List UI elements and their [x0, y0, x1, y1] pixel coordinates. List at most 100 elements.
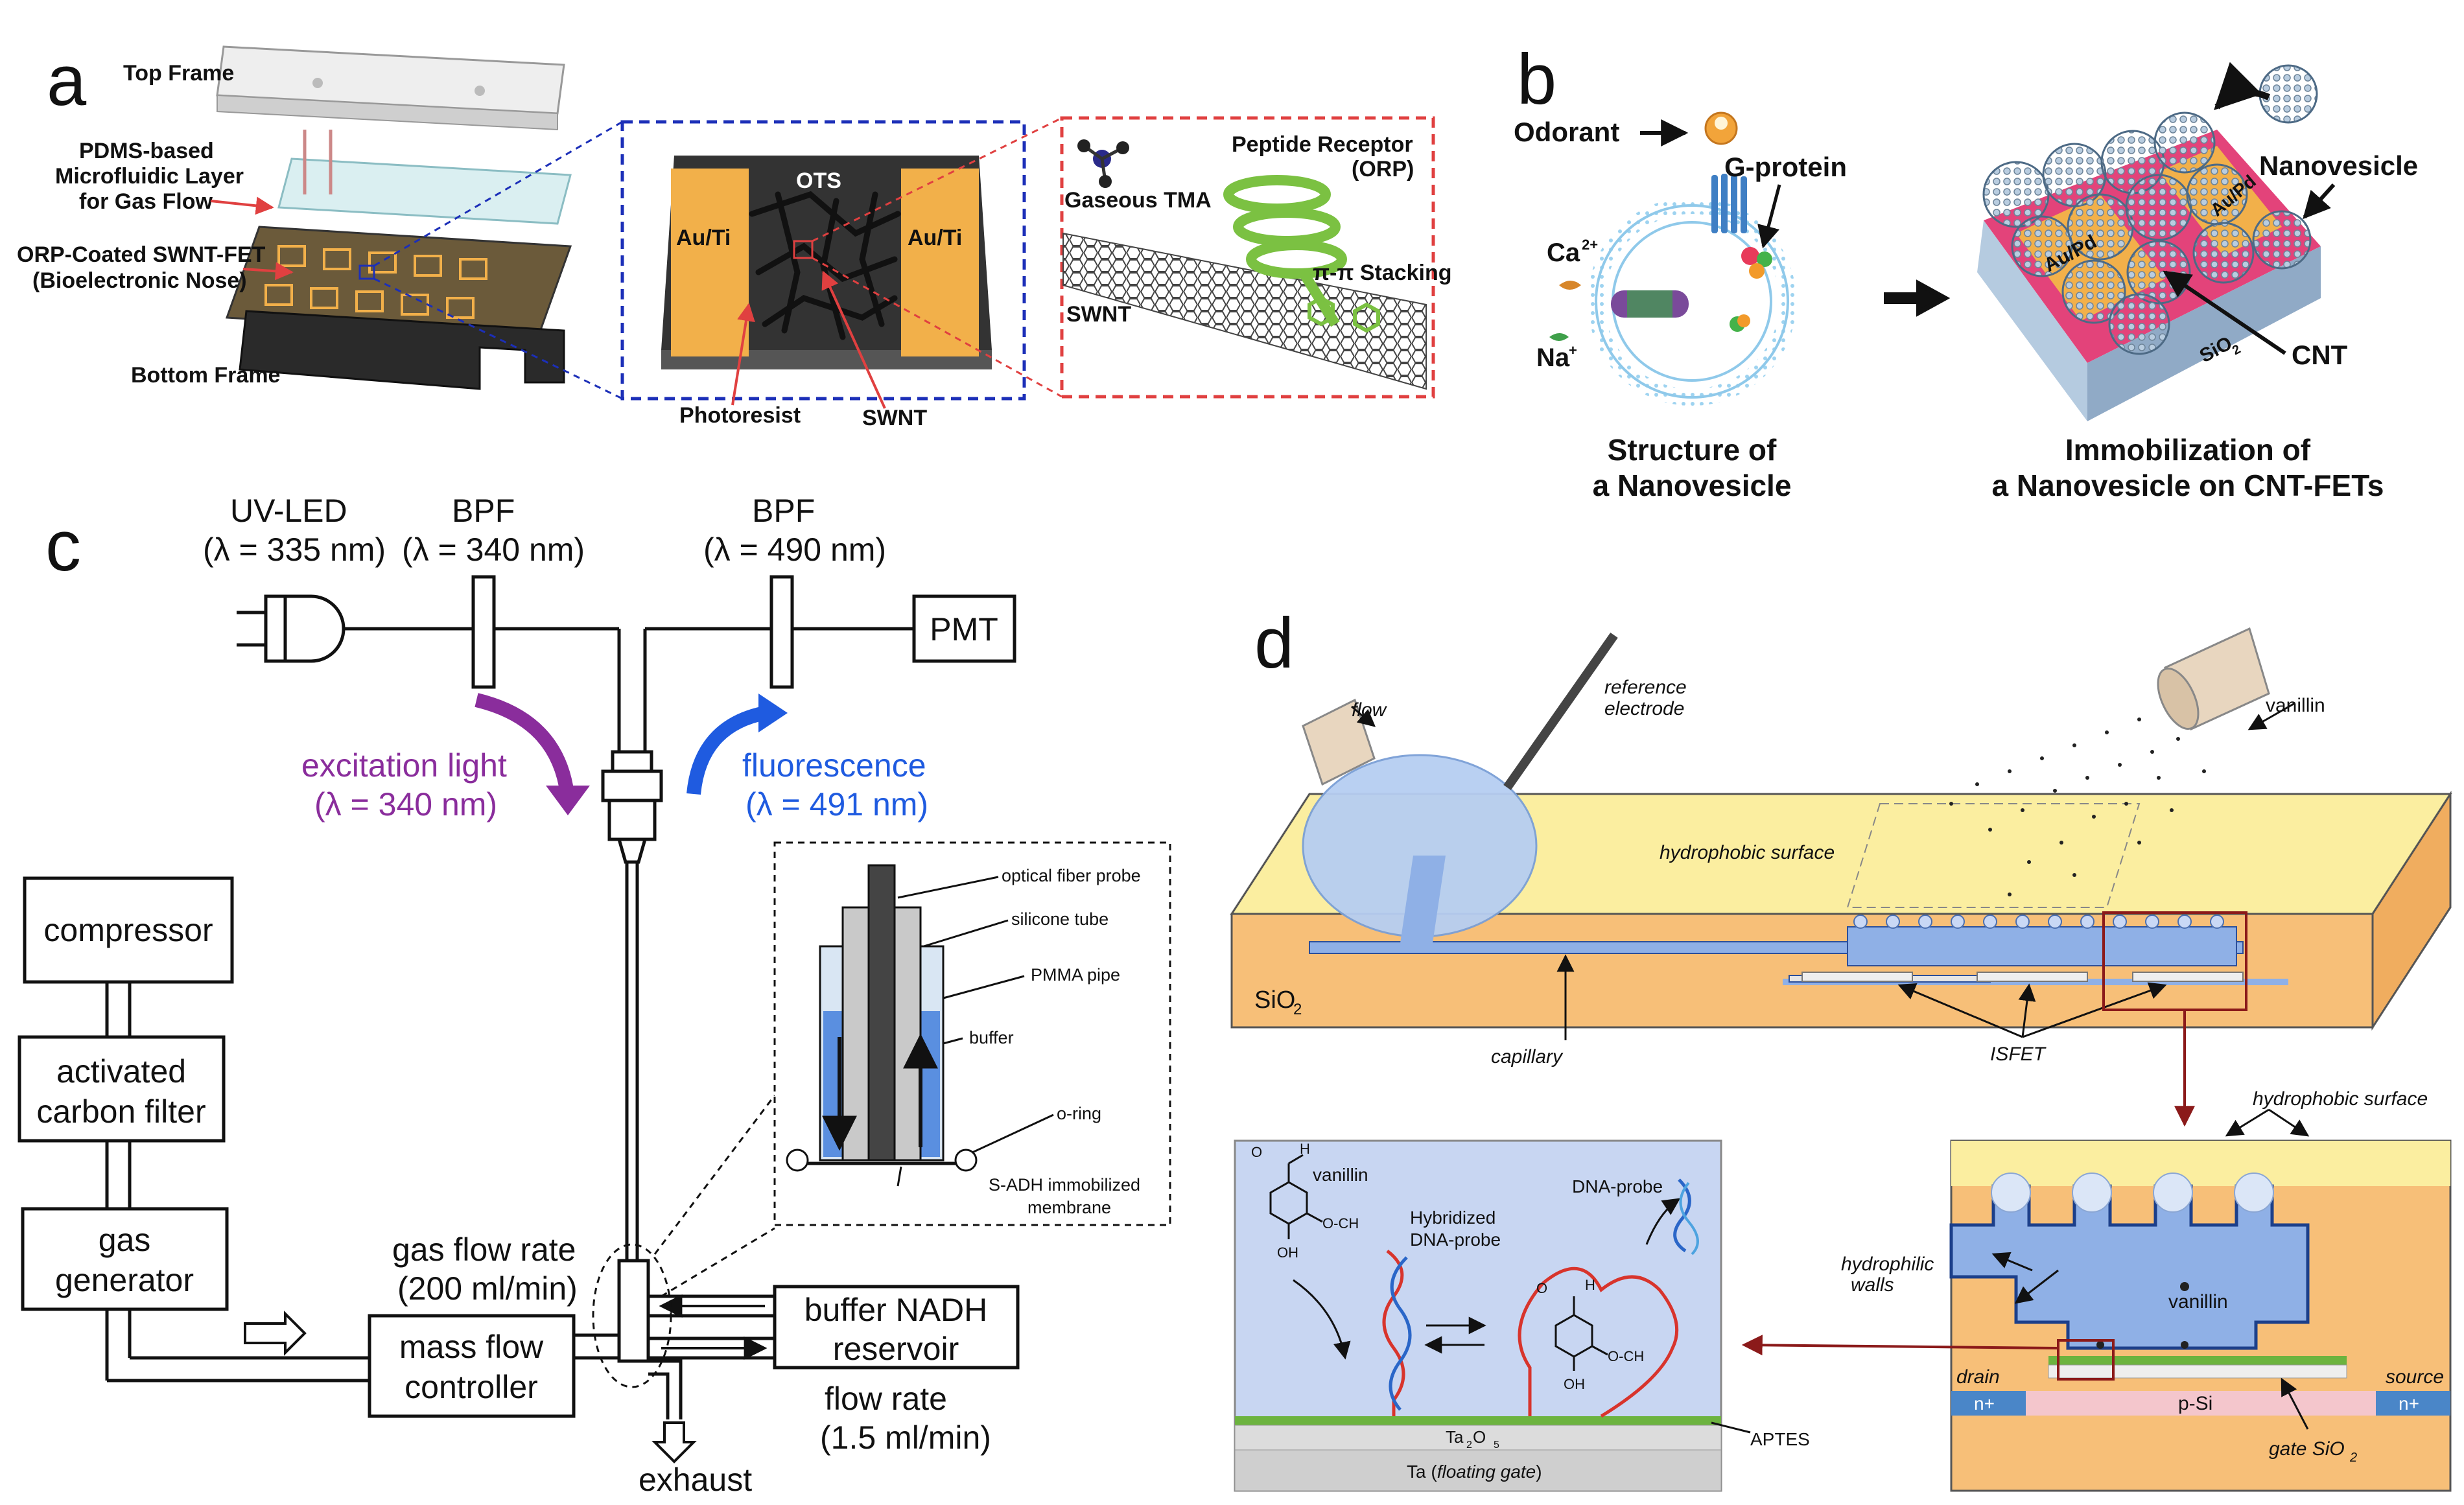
vanillin-och3-label: O-CH	[1322, 1215, 1359, 1231]
bpf1-wavelength: (λ = 340 nm)	[402, 531, 585, 568]
o-ring-right	[954, 1149, 978, 1172]
sio2-block-side	[2371, 790, 2452, 1031]
capillary-label: capillary	[1491, 1046, 1564, 1068]
au-ti-electrode-right	[901, 169, 979, 356]
gas-generator-box	[21, 1207, 229, 1311]
flow-rate-label-1: flow rate	[825, 1381, 947, 1417]
panel-b: b Odorant	[1514, 40, 2418, 502]
immob-caption-2: a Nanovesicle on CNT-FETs	[1992, 469, 2384, 502]
vanillin-o-label: O	[1251, 1144, 1262, 1160]
fiber-line	[625, 862, 639, 1261]
top-frame-hole	[475, 86, 485, 96]
structure-caption-2: a Nanovesicle	[1593, 469, 1792, 502]
chip-electrodes	[264, 245, 487, 319]
flow-direction-arrow	[244, 1311, 307, 1356]
transition-arrow	[1884, 279, 1951, 317]
reference-label-1: reference	[1604, 677, 1687, 698]
flow-rate-label-2: (1.5 ml/min)	[820, 1419, 991, 1456]
panel-a: a	[17, 41, 1452, 430]
uv-led-label: UV-LED	[230, 493, 347, 529]
hydrophobic-layer	[1951, 1141, 2450, 1186]
nanovesicle-structure	[1549, 174, 1796, 406]
cnt-fet-chip	[1977, 64, 2321, 421]
isfet-zoom-marker	[2102, 911, 2247, 1011]
p-si-substrate	[1951, 1391, 2450, 1416]
cnt-pointer	[2163, 270, 2286, 355]
bound-h-label: H	[1585, 1277, 1595, 1293]
flow-tube	[1302, 698, 1376, 786]
excitation-label-2: (λ = 340 nm)	[314, 786, 497, 822]
sadh-label-2: membrane	[1027, 1198, 1111, 1217]
release-arrow	[1645, 1198, 1681, 1245]
mfc-label-1: mass flow	[399, 1329, 544, 1365]
buffer-reservoir-label-2: reservoir	[833, 1331, 959, 1367]
top-frame-hole	[312, 78, 323, 88]
binding-arrow	[1293, 1279, 1351, 1360]
swnt-tube-label: SWNT	[1066, 302, 1131, 327]
excitation-arrowhead	[546, 786, 590, 815]
bpf2-wavelength: (λ = 490 nm)	[703, 531, 886, 568]
panel-c: c UV-LED (λ = 335 nm) BPF (λ = 340 nm) B…	[18, 493, 1171, 1498]
aptes-label: APTES	[1750, 1429, 1810, 1449]
vanillin-top-label: vanillin	[2266, 695, 2325, 716]
reference-label-2: electrode	[1604, 698, 1684, 719]
flow-cell	[574, 1259, 775, 1419]
nanovesicle-pointer	[2303, 183, 2336, 220]
vesicle-arrow	[2214, 62, 2271, 110]
tma-molecule	[1077, 139, 1129, 188]
hybridized-dna	[1382, 1250, 1412, 1416]
ca-label: Ca	[1547, 239, 1580, 267]
peptide-label-2: (ORP)	[1352, 157, 1414, 181]
swnt-pointer	[821, 270, 886, 409]
detail-leader	[661, 1227, 775, 1298]
mfc-label-2: controller	[405, 1369, 538, 1405]
ta2o5-label-o: O	[1473, 1427, 1486, 1447]
au-ti-left-label: Au/Ti	[676, 226, 731, 250]
ots-label: OTS	[796, 169, 841, 193]
zoom-arrow-left	[1741, 1335, 2059, 1356]
ion-particle	[1559, 281, 1581, 290]
ta2o5-layer	[1234, 1425, 1722, 1451]
exhaust-arrow	[651, 1421, 697, 1464]
swnt-label: SWNT	[862, 406, 927, 430]
pdms-pointer	[210, 196, 274, 215]
probe-pointers	[897, 876, 1054, 1187]
vanillin-inset-label: vanillin	[1313, 1165, 1368, 1185]
flow-cell-highlight	[592, 1243, 672, 1388]
gas-pipe	[105, 982, 370, 1382]
vanillin-h-label: H	[1300, 1141, 1310, 1157]
nozzle-opening	[2157, 667, 2200, 730]
flow-pointer	[1351, 705, 1376, 727]
aptes-pointer	[1711, 1421, 1751, 1434]
vanillin-oh-label: OH	[1277, 1244, 1298, 1261]
compressor-label: compressor	[43, 912, 213, 948]
gas-generator-label-1: gas	[99, 1222, 151, 1258]
na-label: Na	[1536, 344, 1570, 372]
droplet-inlet	[1400, 856, 1446, 943]
molecule-content	[1062, 139, 1427, 390]
sio2-subscript: 2	[2230, 342, 2243, 358]
vanillin-spray	[1949, 718, 2206, 896]
fluorescence-label-2: (λ = 491 nm)	[745, 786, 928, 822]
n-plus-source	[2376, 1391, 2450, 1416]
excitation-arrow	[475, 693, 574, 795]
drain-label: drain	[1956, 1366, 2000, 1388]
isfet-cross-section	[1949, 1139, 2452, 1492]
uv-led-wavelength: (λ = 335 nm)	[203, 531, 386, 568]
mass-flow-controller-box	[368, 1314, 576, 1418]
orp-label-1: ORP-Coated SWNT-FET	[17, 242, 266, 267]
hydrophilic-channel	[1949, 1184, 2310, 1350]
ta-floating-gate-label: Ta (floating gate)	[1407, 1462, 1542, 1482]
swnt-zoom-marker	[793, 240, 814, 259]
buffer-label: buffer	[969, 1028, 1014, 1047]
ta2o5-label-ta: Ta	[1446, 1427, 1464, 1447]
photoresist-label: Photoresist	[679, 403, 801, 428]
fluorescence-label-1: fluorescence	[742, 747, 926, 784]
ta-suffix: )	[1536, 1462, 1542, 1482]
g-protein-complex	[1741, 247, 1772, 279]
carbon-filter-label-1: activated	[56, 1053, 186, 1090]
pi-stacking-label: π-π Stacking	[1313, 261, 1452, 285]
optical-fiber-probe	[867, 864, 896, 1161]
bpf1-filter	[471, 575, 496, 689]
